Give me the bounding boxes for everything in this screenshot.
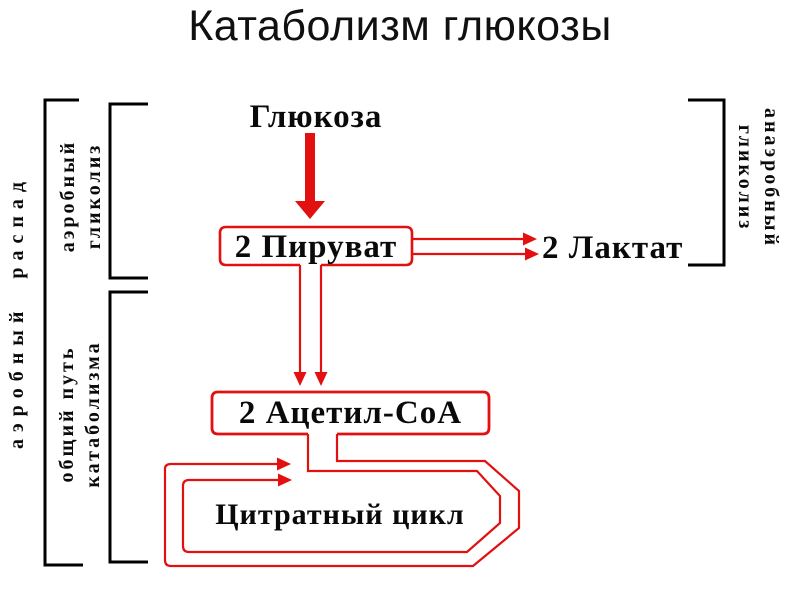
- anaerobic-glycolysis-line2: гликолиз: [734, 124, 756, 232]
- pyruvate-box: [218, 225, 414, 267]
- aerobic-breakdown-label: аэробный распад: [6, 174, 28, 450]
- citrate-cycle-label: Цитратный цикл: [215, 498, 465, 531]
- anaerobic-glycolysis-bracket: [688, 98, 726, 267]
- pyruvate-label: 2 Пируват: [234, 229, 398, 265]
- lactate-label: 2 Лактат: [542, 230, 684, 266]
- aerobic-glycolysis-label: аэробный гликолиз: [55, 121, 107, 271]
- pyruvate-to-lactate-arrows: [412, 232, 539, 261]
- citrate-cycle-loop-inner: [181, 434, 502, 554]
- common-pathway-bracket: [108, 290, 148, 564]
- aerobic-breakdown-bracket: [43, 98, 83, 567]
- acetyl-coa-box: [210, 390, 491, 436]
- aerobic-glycolysis-bracket: [108, 102, 148, 280]
- slide-title: Катаболизм глюкозы: [188, 2, 612, 50]
- anaerobic-glycolysis-label: анаэробный гликолиз: [732, 98, 784, 258]
- glucose-to-pyruvate-arrow: [295, 133, 325, 219]
- anaerobic-glycolysis-line1: анаэробный: [760, 108, 782, 248]
- aerobic-glycolysis-line1: аэробный: [57, 139, 79, 253]
- glucose-label: Глюкоза: [249, 99, 383, 135]
- acetyl-coa-label: 2 Ацетил-CoA: [238, 395, 463, 431]
- common-pathway-line2: катаболизма: [82, 340, 104, 488]
- common-pathway-label: общий путь катаболизма: [54, 334, 106, 494]
- common-pathway-line1: общий путь: [56, 345, 78, 483]
- pyruvate-to-acetyl-arrows: [293, 265, 328, 386]
- citrate-cycle-loop-outer: [163, 434, 521, 568]
- aerobic-glycolysis-line2: гликолиз: [83, 142, 105, 250]
